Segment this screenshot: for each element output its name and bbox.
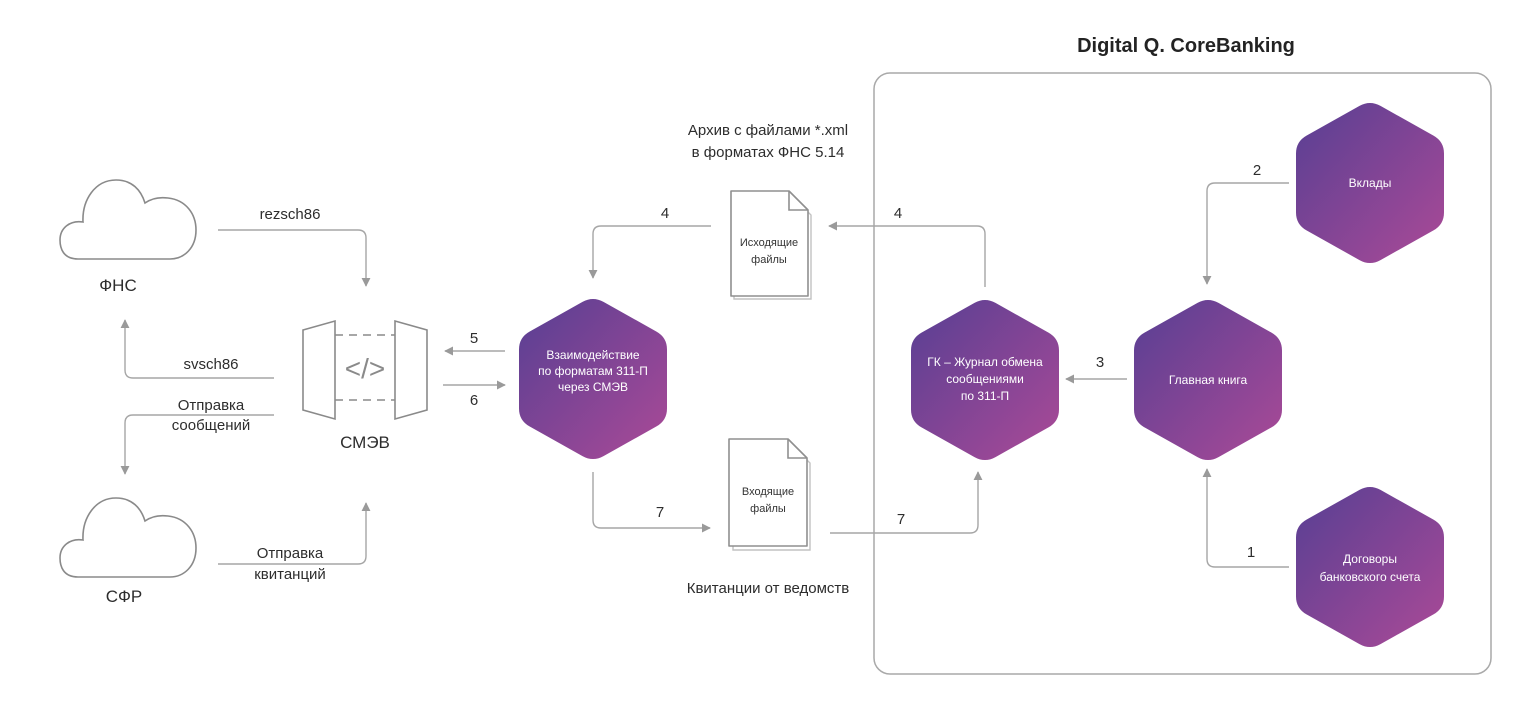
cloud-icon [59, 179, 197, 260]
flow-send-receipts: Отправка квитанций [218, 502, 371, 583]
document-icon [728, 438, 811, 551]
flow-svsch86: svsch86 [120, 319, 274, 379]
flow-label: квитанций [254, 566, 326, 583]
node-label: по форматам 311-П [538, 364, 648, 378]
flow-step-2: 2 [1202, 162, 1289, 285]
flow-label: сообщений [172, 417, 251, 434]
step-number: 2 [1253, 162, 1261, 179]
fns-node[interactable]: ФНС [59, 179, 197, 295]
step-number: 5 [470, 330, 478, 347]
step-number: 6 [470, 392, 478, 409]
sfr-label: СФР [106, 587, 143, 606]
flow-label: Отправка [178, 397, 245, 414]
hexagon-shape [519, 298, 667, 460]
hexagon-shape [1134, 299, 1282, 461]
smev-node[interactable]: </> СМЭВ [302, 319, 428, 452]
flow-label: rezsch86 [260, 206, 321, 223]
document-icon [730, 190, 812, 300]
node-journal[interactable]: ГК – Журнал обмена сообщениями по 311-П [911, 299, 1059, 461]
flow-send-messages: Отправка сообщений [120, 397, 274, 475]
code-glyph: </> [345, 353, 385, 384]
step-number: 4 [661, 205, 669, 222]
document-caption: Квитанции от ведомств [687, 580, 850, 597]
cloud-icon [59, 497, 197, 578]
node-label: банковского счета [1320, 570, 1421, 584]
step-number: 4 [894, 205, 902, 222]
flow-step-3: 3 [1065, 354, 1127, 384]
step-number: 3 [1096, 354, 1104, 371]
node-contracts[interactable]: Договоры банковского счета [1296, 486, 1444, 648]
code-gateway-icon: </> [302, 319, 428, 421]
flow-rezsch86: rezsch86 [218, 206, 371, 287]
node-label: по 311-П [961, 389, 1009, 403]
step-number: 7 [656, 504, 664, 521]
incoming-files[interactable]: Входящие файлы Квитанции от ведомств [687, 438, 850, 597]
node-deposits[interactable]: Вклады [1296, 102, 1444, 264]
flow-step-1: 1 [1202, 468, 1289, 568]
flow-step-4-right: 4 [828, 205, 986, 287]
sfr-node[interactable]: СФР [59, 497, 197, 606]
outgoing-files[interactable]: Исходящие файлы Архив с файлами *.xml в … [688, 122, 848, 300]
flow-step-5: 5 [444, 330, 505, 356]
node-interaction[interactable]: Взаимодействие по форматам 311-П через С… [519, 298, 667, 460]
document-label: Входящие [742, 486, 794, 498]
node-ledger[interactable]: Главная книга [1134, 299, 1282, 461]
node-label: Взаимодействие [546, 348, 639, 362]
corebanking-frame [873, 72, 1492, 675]
node-label: сообщениями [946, 372, 1024, 386]
flow-label: svsch86 [183, 356, 238, 373]
node-label: через СМЭВ [558, 380, 628, 394]
hexagon-shape [1296, 102, 1444, 264]
flow-step-7-right: 7 [830, 471, 983, 534]
corebanking-title: Digital Q. CoreBanking [1077, 35, 1295, 57]
flow-step-4-left: 4 [588, 205, 711, 279]
smev-label: СМЭВ [340, 433, 390, 452]
node-label: Договоры [1343, 552, 1397, 566]
hexagon-shape [911, 299, 1059, 461]
step-number: 1 [1247, 544, 1255, 561]
node-label: Главная книга [1169, 373, 1248, 387]
node-label: ГК – Журнал обмена [927, 355, 1043, 369]
flow-step-7-left: 7 [592, 472, 711, 533]
node-label: Вклады [1349, 176, 1392, 190]
fns-label: ФНС [99, 276, 136, 295]
hexagon-shape [1296, 486, 1444, 648]
document-label: Исходящие [740, 237, 798, 249]
step-number: 7 [897, 511, 905, 528]
document-caption: Архив с файлами *.xml [688, 122, 848, 139]
document-caption: в форматах ФНС 5.14 [692, 144, 845, 161]
document-label: файлы [750, 503, 786, 515]
document-label: файлы [751, 254, 787, 266]
flow-label: Отправка [257, 545, 324, 562]
flow-step-6: 6 [443, 380, 506, 409]
